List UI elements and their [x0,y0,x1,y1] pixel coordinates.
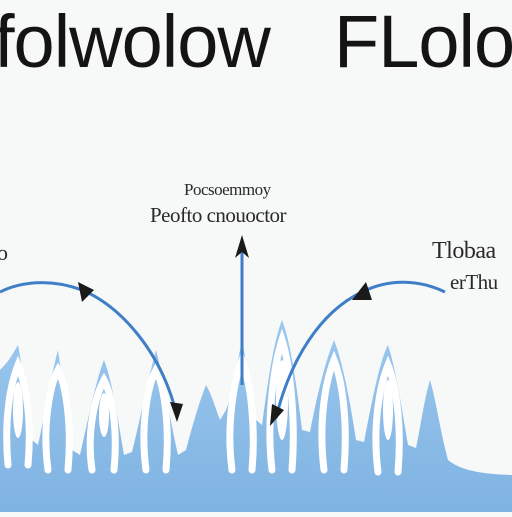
left-edge-label: o [0,240,8,265]
arrow-head-icon [270,404,284,426]
right-curved-arrow [274,280,446,419]
up-arrow-icon [235,235,249,258]
center-label-line2: Peofto cnouoctor [150,203,287,227]
arrow-head-icon [352,282,372,300]
arrow-head-icon [78,282,94,302]
title-right-word: FLolo [334,0,512,83]
center-label-line1: Pocsoemmoy [184,180,271,199]
title-left-word: folwolow [0,0,271,83]
arrow-head-icon [170,402,183,422]
diagram-title: folwolow FLolo [0,2,512,82]
right-label-line1: Tlobaa [432,238,496,264]
wave-base [0,320,512,512]
right-label-line2: erThu [450,270,498,294]
